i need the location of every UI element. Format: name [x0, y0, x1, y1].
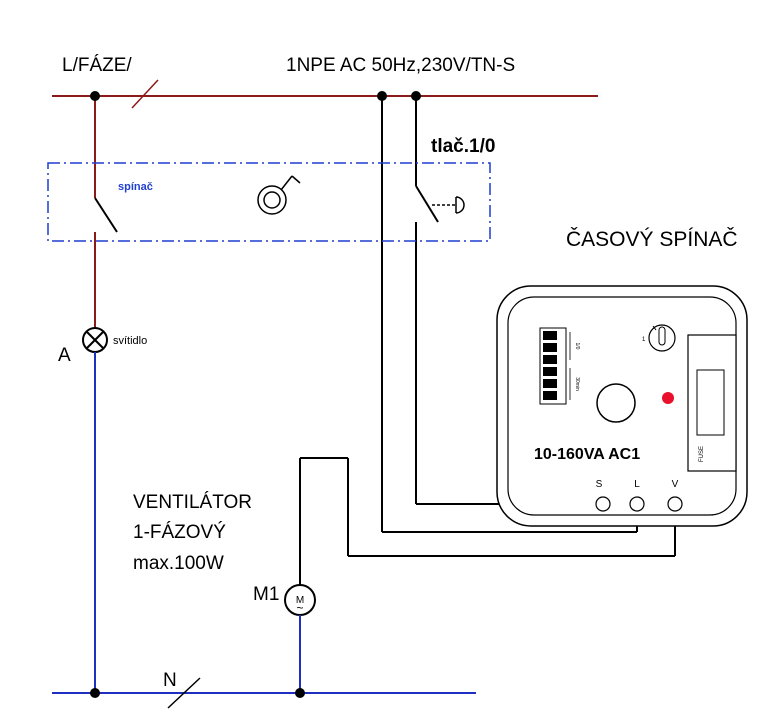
- button-blade: [415, 185, 439, 223]
- supply-label: 1NPE AC 50Hz,230V/TN-S: [286, 55, 515, 76]
- svg-text:~: ~: [296, 601, 303, 615]
- button-label: tlač.1/0: [431, 136, 495, 157]
- svg-text:30min: 30min: [574, 377, 580, 391]
- junction-dot: [411, 91, 421, 101]
- motor-ref: M1: [253, 584, 279, 605]
- neutral-label: N: [163, 670, 177, 691]
- lamp-symbol: [82, 327, 108, 353]
- switch-box: [47, 162, 491, 242]
- junction-dot: [295, 688, 305, 698]
- svg-text:FUSE: FUSE: [699, 446, 705, 462]
- motor-symbol: M ~: [284, 584, 316, 616]
- device-button: [596, 383, 636, 423]
- pushbutton-actuator-icon: [432, 196, 465, 214]
- device-rating: 10-160VA AC1: [534, 446, 640, 463]
- svg-text:1: 1: [642, 337, 646, 343]
- dip-switch-block: 1/0 30min: [539, 327, 580, 405]
- svg-text:V: V: [672, 479, 679, 490]
- svg-text:1/0: 1/0: [574, 343, 580, 350]
- neutral-tick: [167, 677, 201, 709]
- timer-device: 1/0 30min 1 FUSE 10-160VA AC1 S L V: [496, 285, 748, 527]
- fan-label-3: max.100W: [133, 553, 224, 574]
- terminal-s: [595, 496, 611, 512]
- switch-label: spínač: [118, 181, 153, 193]
- fan-label-1: VENTILÁTOR: [133, 492, 252, 513]
- lamp-label: svítidlo: [113, 335, 147, 347]
- svg-text:L: L: [634, 479, 640, 490]
- phase-label: L/FÁZE/: [62, 55, 132, 76]
- terminal-l: [629, 496, 645, 512]
- junction-dot: [90, 688, 100, 698]
- key-switch-icon: [257, 175, 301, 215]
- terminal-v: [667, 496, 683, 512]
- indicator-led: [662, 392, 674, 404]
- junction-dot: [377, 91, 387, 101]
- svg-text:M: M: [296, 595, 304, 606]
- lamp-letter: A: [58, 345, 71, 366]
- dial-knob-icon: 1: [642, 324, 676, 352]
- left-switch-blade: [94, 197, 118, 233]
- junction-dot: [90, 91, 100, 101]
- svg-text:S: S: [596, 479, 603, 490]
- timer-title: ČASOVÝ SPÍNAČ: [566, 228, 738, 251]
- phase-tick: [131, 79, 159, 109]
- fan-label-2: 1-FÁZOVÝ: [133, 522, 226, 543]
